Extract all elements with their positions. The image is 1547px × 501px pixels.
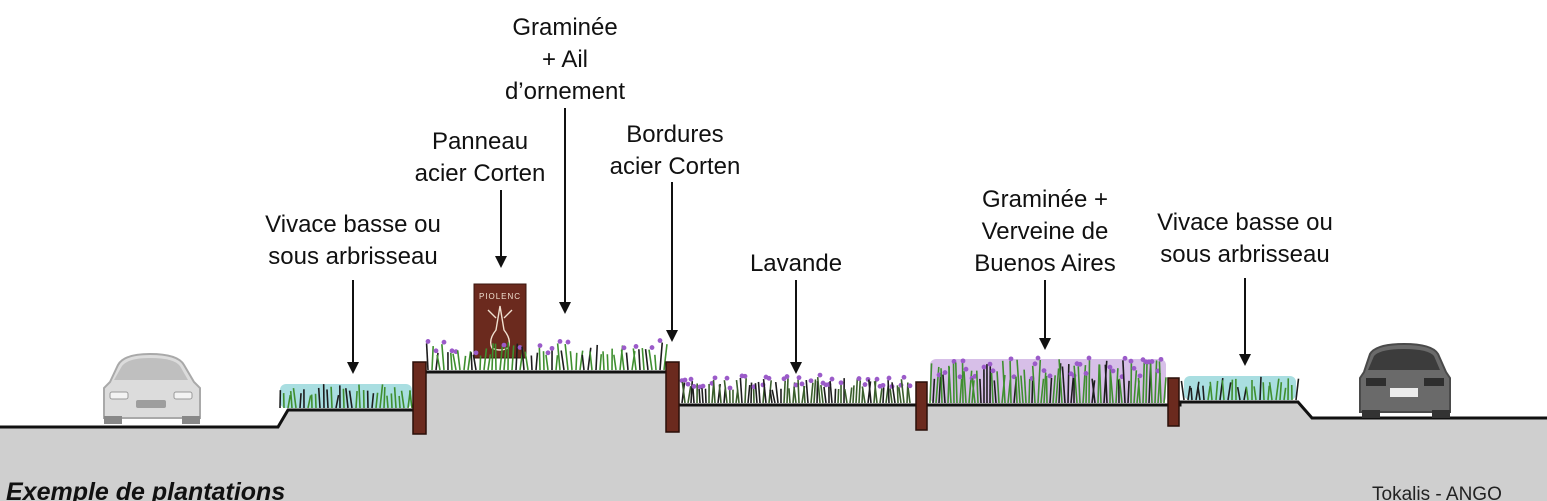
label-line: + Ail — [542, 46, 588, 73]
label-line: Graminée + — [982, 186, 1108, 213]
label-graminee-verveine: Graminée + Verveine de Buenos Aires — [974, 186, 1115, 277]
planting-graminee-ail — [425, 338, 668, 371]
planting-graminee-verveine — [929, 355, 1167, 404]
corten-border-post — [915, 381, 928, 431]
label-line: Vivace basse ou — [265, 211, 441, 238]
label-panneau: Panneau acier Corten — [415, 128, 546, 187]
arrow-icon — [1039, 280, 1051, 350]
callout-labels: Vivace basse ou sous arbrisseau Panneau ac… — [265, 14, 1333, 277]
label-line: Verveine de — [982, 218, 1109, 245]
arrow-icon — [790, 280, 802, 374]
label-line: Buenos Aires — [974, 250, 1115, 277]
corten-border-post — [665, 361, 680, 433]
label-bordures: Bordures acier Corten — [610, 121, 741, 180]
label-line: Vivace basse ou — [1157, 209, 1333, 236]
corten-sign-panel: PIOLENC — [473, 283, 527, 359]
corten-border-post — [412, 361, 427, 435]
label-line: acier Corten — [610, 153, 741, 180]
label-vivace-right: Vivace basse ou sous arbrisseau — [1157, 209, 1333, 268]
planting-lavande — [679, 372, 913, 404]
label-line: acier Corten — [415, 160, 546, 187]
planting-vivace-right — [1180, 376, 1300, 401]
arrow-icon — [347, 280, 359, 374]
corner-note: Tokalis - ANGO — [1372, 484, 1502, 501]
arrow-icon — [495, 190, 507, 268]
figure-caption: Exemple de plantations — [6, 478, 285, 501]
label-line: Panneau — [432, 128, 528, 155]
arrow-icon — [666, 182, 678, 342]
callout-arrows — [347, 108, 1251, 374]
label-line: sous arbrisseau — [1160, 241, 1329, 268]
label-line: Lavande — [750, 250, 842, 277]
arrow-icon — [1239, 278, 1251, 366]
corten-borders — [412, 361, 1180, 435]
car-right-icon — [1359, 342, 1451, 418]
label-line: d’ornement — [505, 78, 625, 105]
label-lavande: Lavande — [750, 250, 842, 277]
corten-border-post — [1167, 377, 1180, 427]
planting-vivace-left — [279, 384, 413, 409]
car-left-icon — [103, 352, 201, 424]
label-vivace-left: Vivace basse ou sous arbrisseau — [265, 211, 441, 270]
label-line: Graminée — [512, 14, 617, 41]
label-line: Bordures — [626, 121, 723, 148]
ground-profile — [0, 372, 1547, 501]
sign-text: PIOLENC — [479, 292, 521, 301]
planting-vegetation — [279, 338, 1300, 409]
label-line: sous arbrisseau — [268, 243, 437, 270]
arrow-icon — [559, 108, 571, 314]
label-graminee-ail: Graminée + Ail d’ornement — [505, 14, 625, 105]
